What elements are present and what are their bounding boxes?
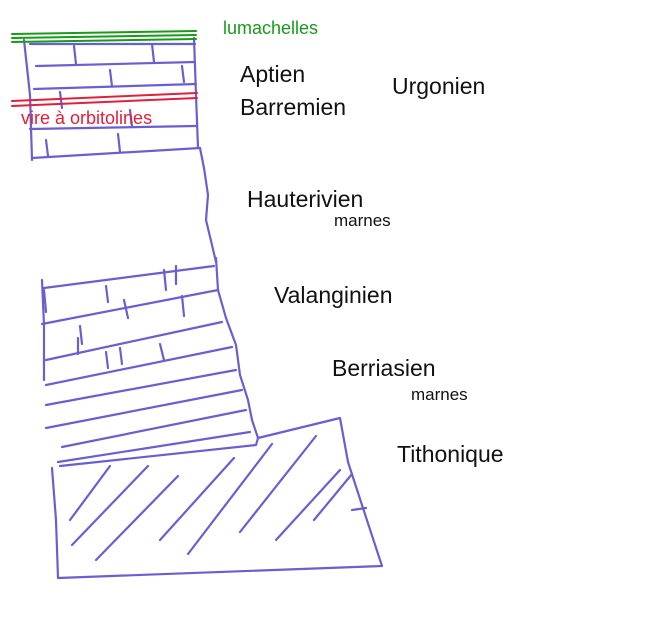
joint-mark <box>104 350 110 370</box>
lumachelles-line <box>11 30 197 35</box>
valanginien-limestone-block <box>40 256 260 440</box>
orbitolines-marker <box>11 92 198 107</box>
joint-mark <box>128 108 134 128</box>
berriasien-label: Berriasien <box>332 355 436 381</box>
urgonien-left-edge <box>22 38 34 162</box>
aptien-label: Aptien <box>240 61 306 87</box>
hatch-line <box>274 468 342 542</box>
joint-mark <box>78 324 84 346</box>
barremien-label: Barremien <box>240 94 347 120</box>
joint-mark <box>158 342 166 362</box>
vire-orbitolines-label: vire à orbitolines <box>21 108 153 128</box>
joint-mark <box>180 64 186 84</box>
bed-line <box>42 264 216 290</box>
hatch-line <box>94 474 180 562</box>
joint-mark <box>42 288 48 314</box>
joint-mark <box>180 294 186 318</box>
lumachelles-line <box>11 34 197 39</box>
tithonique-outline <box>50 416 384 580</box>
marl-line <box>44 368 238 407</box>
urgonien-label: Urgonien <box>392 73 486 99</box>
lumachelles-marker <box>11 30 197 43</box>
hatch-line <box>312 472 354 522</box>
orbitolines-line <box>11 92 198 102</box>
hauterivien-label: Hauterivien <box>247 186 364 212</box>
bed-line <box>44 345 234 387</box>
hauterivien-slope-profile <box>198 146 218 264</box>
joint-mark <box>122 298 130 320</box>
urgonien-right-edge <box>192 36 200 150</box>
berriasien-marl-beds <box>44 368 252 464</box>
marl-line <box>44 388 244 430</box>
tithonique-label: Tithonique <box>397 441 504 467</box>
marl-line <box>60 408 248 449</box>
marl-line <box>56 430 252 464</box>
valanginien-left-edge <box>40 278 46 382</box>
hatch-line <box>238 434 318 534</box>
orbitolines-line <box>11 97 198 107</box>
hatch-line <box>70 464 150 547</box>
valanginien-label: Valanginien <box>274 282 393 308</box>
joint-mark <box>118 346 124 366</box>
joint-mark <box>162 268 168 292</box>
berriasien-marnes-label: marnes <box>411 385 468 404</box>
hatch-line <box>158 456 236 542</box>
tithonique-shelf <box>350 506 368 512</box>
valanginien-right-edge <box>214 256 260 440</box>
joint-mark <box>150 42 156 64</box>
joint-mark <box>58 90 64 110</box>
lumachelles-line <box>11 38 197 43</box>
hatch-line <box>68 464 112 522</box>
bed-line <box>32 82 198 91</box>
bed-line <box>30 146 202 160</box>
joint-mark <box>72 44 78 66</box>
bed-line <box>28 124 198 131</box>
bed-line <box>40 288 220 326</box>
hauterivien-marnes-label: marnes <box>334 211 391 230</box>
hatch-line <box>186 442 274 556</box>
urgonien-limestone-block <box>22 36 202 162</box>
tithonique-block <box>50 416 384 580</box>
joint-mark <box>104 284 110 304</box>
bed-line <box>44 320 224 362</box>
lumachelles-label: lumachelles <box>223 18 319 38</box>
bed-line <box>34 60 197 68</box>
joint-mark <box>44 138 50 158</box>
joint-mark <box>108 68 114 88</box>
joint-mark <box>116 132 122 154</box>
